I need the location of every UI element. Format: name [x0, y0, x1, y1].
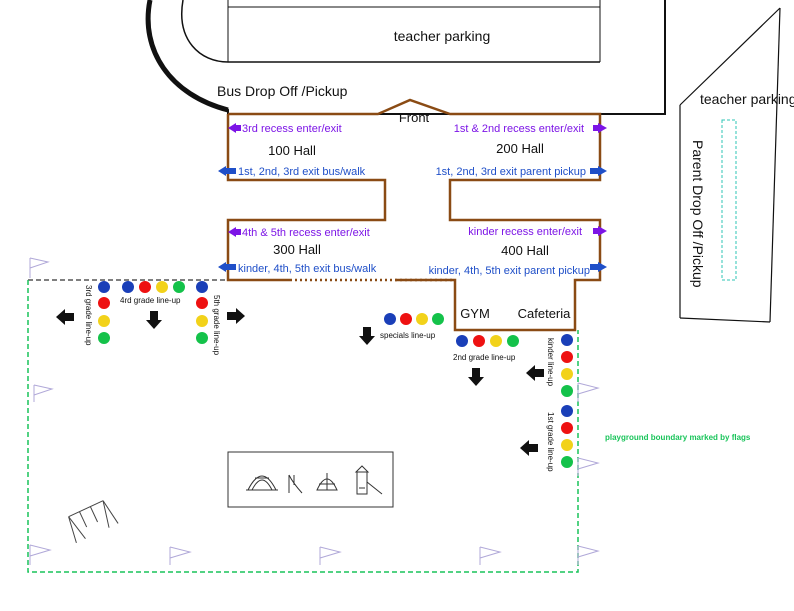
cafeteria-label: Cafeteria: [518, 306, 572, 321]
hall-400-recess: kinder recess enter/exit: [468, 226, 582, 238]
recess-door-arrow-icon: [228, 227, 241, 237]
arrow-right-icon: [227, 308, 245, 324]
door-arrows: [218, 123, 607, 272]
equipment-box: [227, 451, 394, 508]
flag-icon: [33, 384, 54, 402]
arrow-left-icon: [520, 440, 538, 456]
recess-door-arrow-icon: [593, 226, 607, 236]
exit-door-arrow-icon: [590, 166, 607, 176]
flag-icon: [29, 544, 52, 565]
hall-400-exit: kinder, 4th, 5th exit parent pickup: [429, 265, 590, 277]
hall-100-name: 100 Hall: [268, 143, 316, 158]
fifth-grade-lineup: 5th grade line-up: [196, 281, 221, 356]
parking-area: teacher parking: [145, 0, 666, 115]
flag-icon: [169, 546, 192, 565]
hall-300-name: 300 Hall: [273, 242, 321, 257]
flag-icon: [319, 546, 342, 565]
play-structure-icon: [354, 465, 383, 495]
teacher-parking-side-label: teacher parking: [700, 91, 794, 107]
recess-door-arrow-icon: [593, 123, 607, 133]
third-grade-label: 3rd grade line-up: [84, 285, 93, 346]
arrow-left-icon: [56, 309, 74, 325]
hall-300-recess: 4th & 5th recess enter/exit: [242, 227, 370, 239]
exit-door-arrow-icon: [218, 166, 236, 176]
first-grade-lineup: 1st grade line-up: [546, 405, 573, 472]
second-grade-lineup: 2nd grade line-up: [453, 335, 519, 362]
flags: [29, 257, 600, 565]
parent-drop-label: Parent Drop Off /Pickup: [690, 140, 706, 288]
dome-climber-icon: [246, 475, 278, 491]
hall-200-recess: 1st & 2nd recess enter/exit: [454, 123, 584, 135]
flag-icon: [29, 257, 50, 278]
recess-door-arrow-icon: [228, 123, 241, 133]
gym-label: GYM: [460, 306, 490, 321]
flag-icon: [577, 457, 600, 476]
hall-400-name: 400 Hall: [501, 243, 549, 258]
arrow-left-icon: [526, 365, 544, 381]
flag-icon: [479, 546, 502, 565]
school-building: [226, 98, 602, 332]
side-lots: teacher parking Parent Drop Off /Pickup: [664, 7, 794, 323]
arrow-down-icon: [359, 327, 375, 345]
specials-lineup: specials line-up: [380, 313, 444, 340]
arrow-down-icon: [146, 311, 162, 329]
flag-icon: [577, 382, 600, 402]
fourth-grade-label: 4rd grade line-up: [120, 296, 181, 305]
spinner-dome-icon: [316, 473, 338, 491]
teacher-parking-label: teacher parking: [394, 28, 491, 44]
slide-icon: [288, 474, 303, 494]
specials-label: specials line-up: [380, 331, 436, 340]
kinder-label: kinder line-up: [546, 338, 555, 387]
hall-100-exit: 1st, 2nd, 3rd exit bus/walk: [238, 166, 366, 178]
arrow-down-icon: [468, 368, 484, 386]
first-grade-label: 1st grade line-up: [546, 412, 555, 472]
third-grade-lineup: 3rd grade line-up: [84, 281, 110, 346]
second-grade-label: 2nd grade line-up: [453, 353, 516, 362]
exit-door-arrow-icon: [218, 262, 236, 272]
exit-door-arrow-icon: [590, 262, 607, 272]
front-label: Front: [399, 110, 430, 125]
swing-set-icon: [68, 500, 119, 544]
bus-drop-label: Bus Drop Off /Pickup: [217, 83, 348, 99]
playground-boundary: [27, 279, 579, 573]
flag-icon: [577, 545, 600, 565]
fifth-grade-label: 5th grade line-up: [212, 295, 221, 356]
hall-100-recess: 3rd recess enter/exit: [242, 123, 342, 135]
direction-arrows: [56, 308, 544, 456]
hall-200-exit: 1st, 2nd, 3rd exit parent pickup: [436, 166, 586, 178]
fourth-grade-lineup: 4rd grade line-up: [120, 281, 185, 305]
playground-note: playground boundary marked by flags: [605, 433, 751, 442]
kinder-lineup: kinder line-up: [546, 334, 573, 397]
hall-200-name: 200 Hall: [496, 141, 544, 156]
hall-300-exit: kinder, 4th, 5th exit bus/walk: [238, 263, 377, 275]
